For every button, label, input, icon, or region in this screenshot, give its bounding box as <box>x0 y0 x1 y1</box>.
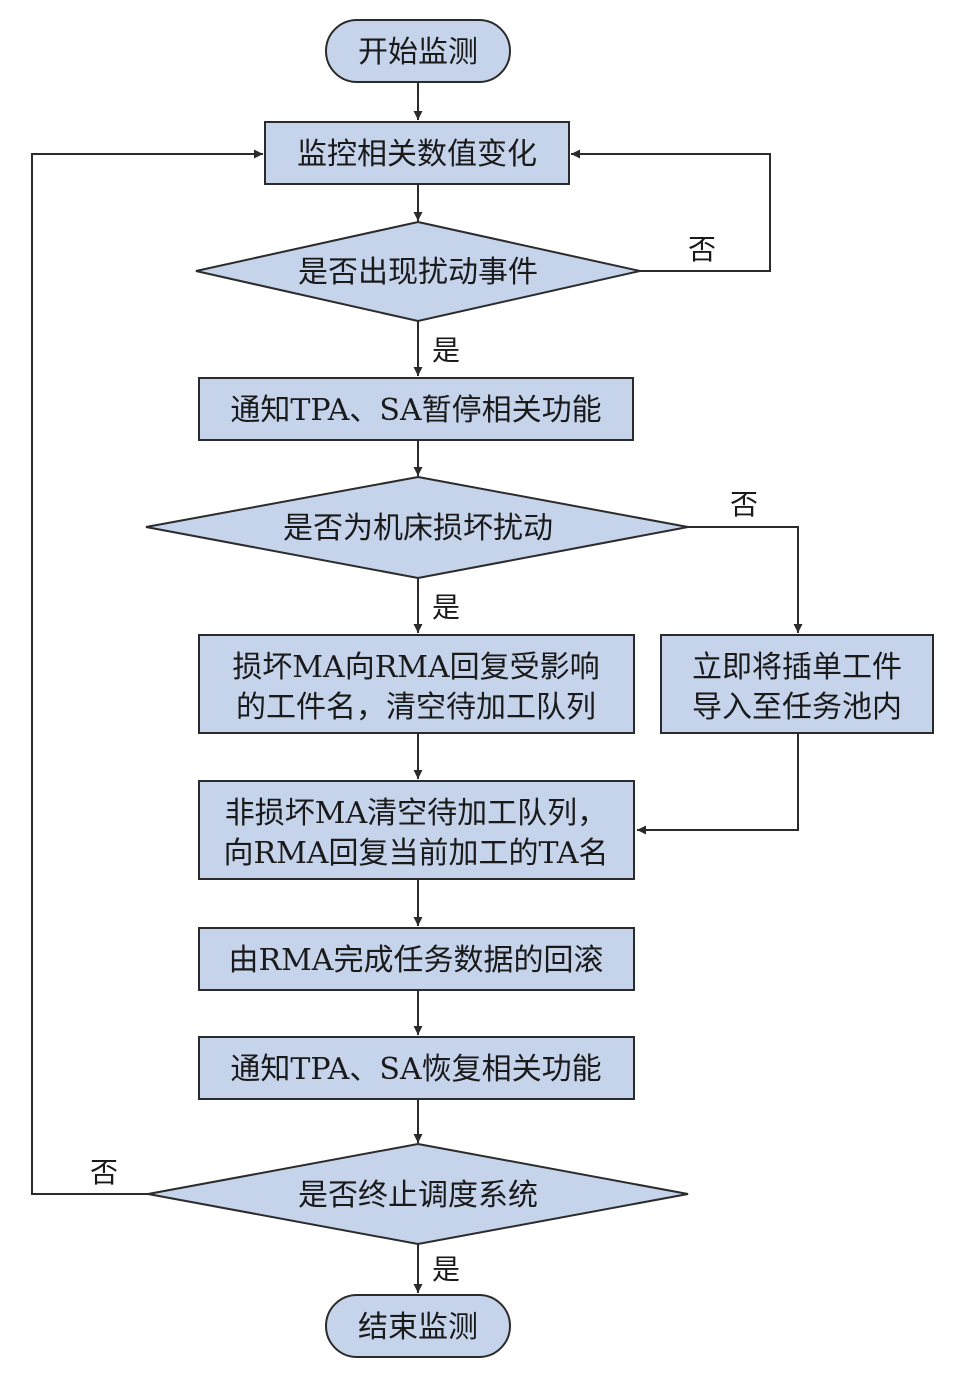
node-nondamaged-label-line2: 向RMA回复当前加工的TA名 <box>223 836 608 871</box>
node-insert-label-line2: 导入至任务池内 <box>692 690 902 725</box>
edge-labels: 否 是 否 是 否 是 <box>90 233 758 1286</box>
node-monitor: 监控相关数值变化 <box>264 121 570 185</box>
edge-q-terminate-no-loop <box>31 149 263 1195</box>
node-end-label: 结束监测 <box>358 1310 478 1345</box>
node-notify-resume: 通知TPA、SA恢复相关功能 <box>198 1036 635 1100</box>
node-start-label: 开始监测 <box>358 35 478 70</box>
decision-disturb-label: 是否出现扰动事件 <box>298 255 538 290</box>
edge-insert-nondamaged <box>637 733 799 835</box>
node-insert-label-line1: 立即将插单工件 <box>692 650 902 685</box>
node-damaged: 损坏MA向RMA回复受影响 的工件名，清空待加工队列 <box>198 634 635 734</box>
node-damaged-label-line2: 的工件名，清空待加工队列 <box>236 690 596 725</box>
node-nondamaged: 非损坏MA清空待加工队列， 向RMA回复当前加工的TA名 <box>198 780 635 880</box>
edge-label-yes-machine: 是 <box>432 591 460 624</box>
node-start: 开始监测 <box>325 19 511 83</box>
decision-machine: 是否为机床损坏扰动 <box>145 475 689 580</box>
node-insert: 立即将插单工件 导入至任务池内 <box>660 634 934 734</box>
edge-label-no-machine: 否 <box>730 488 758 521</box>
decision-disturb: 是否出现扰动事件 <box>195 220 641 323</box>
node-monitor-label: 监控相关数值变化 <box>297 137 537 172</box>
node-rollback-label: 由RMA完成任务数据的回滚 <box>229 943 604 978</box>
node-end: 结束监测 <box>325 1294 511 1358</box>
edge-label-yes-terminate: 是 <box>432 1253 460 1286</box>
decision-machine-label: 是否为机床损坏扰动 <box>283 511 553 546</box>
node-notify-pause: 通知TPA、SA暂停相关功能 <box>198 377 634 441</box>
node-rollback: 由RMA完成任务数据的回滚 <box>198 927 635 991</box>
connectors <box>31 82 803 1293</box>
node-notify-resume-label: 通知TPA、SA恢复相关功能 <box>230 1052 601 1087</box>
edge-label-yes-disturb: 是 <box>432 334 460 367</box>
edge-q-machine-no <box>688 526 803 633</box>
node-nondamaged-label-line1: 非损坏MA清空待加工队列， <box>225 796 607 831</box>
node-damaged-label-line1: 损坏MA向RMA回复受影响 <box>232 650 599 685</box>
node-notify-pause-label: 通知TPA、SA暂停相关功能 <box>230 393 601 428</box>
decision-terminate-label: 是否终止调度系统 <box>298 1178 538 1213</box>
edge-label-no-disturb: 否 <box>688 233 716 266</box>
edge-label-no-terminate: 否 <box>90 1156 118 1189</box>
edge-q-disturb-no-loop <box>571 149 771 272</box>
decision-terminate: 是否终止调度系统 <box>147 1142 689 1246</box>
